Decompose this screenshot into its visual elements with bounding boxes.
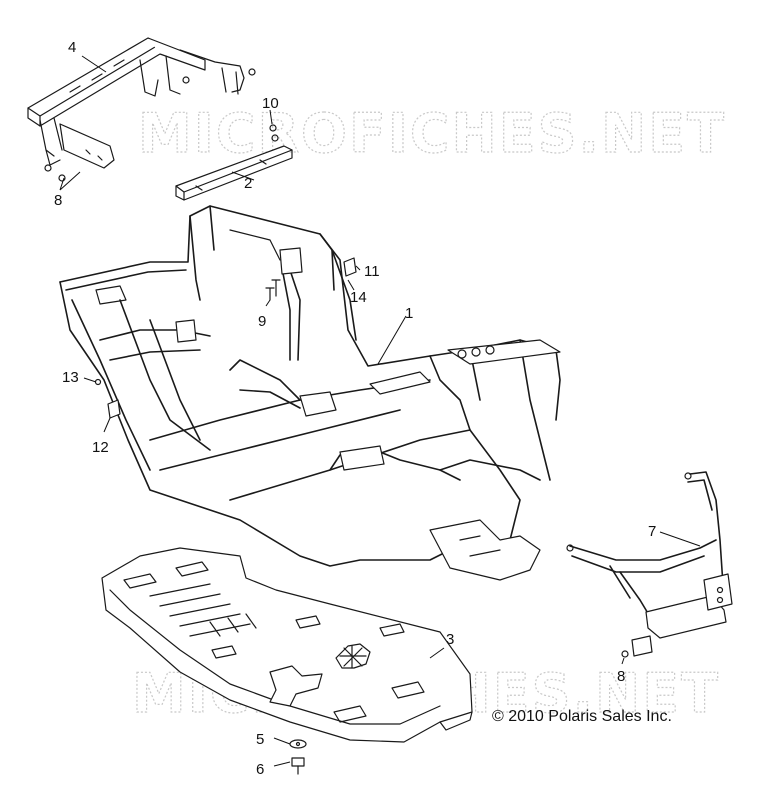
part-7-rear-bracket xyxy=(566,471,733,658)
callout-labels: 4 10 2 8 11 14 9 1 13 12 7 3 8 5 6 xyxy=(54,39,656,778)
callout-5: 5 xyxy=(256,731,264,748)
watermark-top: MICROFICHES.NET xyxy=(138,102,726,165)
part-2-crossbar xyxy=(175,145,293,201)
callout-6: 6 xyxy=(256,761,264,778)
copyright-text: © 2010 Polaris Sales Inc. xyxy=(492,708,672,725)
callout-13: 13 xyxy=(62,369,79,386)
callout-1: 1 xyxy=(405,305,413,322)
leader-lines xyxy=(59,55,701,767)
callout-3: 3 xyxy=(446,631,454,648)
callout-8-top: 8 xyxy=(54,192,62,209)
callout-8-bottom: 8 xyxy=(617,668,625,685)
part-4-bracket-assembly xyxy=(27,37,256,182)
callout-14: 14 xyxy=(350,289,367,306)
callout-11: 11 xyxy=(364,263,380,280)
callout-12: 12 xyxy=(92,439,109,456)
callout-4: 4 xyxy=(68,39,76,56)
part-1-main-frame xyxy=(59,205,561,581)
callout-7: 7 xyxy=(648,523,656,540)
hardware-small-parts xyxy=(94,257,357,419)
callout-9: 9 xyxy=(258,313,266,330)
callout-10: 10 xyxy=(262,95,279,112)
callout-2: 2 xyxy=(244,175,252,192)
part-3-skid-plate xyxy=(101,547,473,743)
parts-5-6-fasteners xyxy=(289,739,307,775)
part-10-nuts xyxy=(269,124,279,142)
